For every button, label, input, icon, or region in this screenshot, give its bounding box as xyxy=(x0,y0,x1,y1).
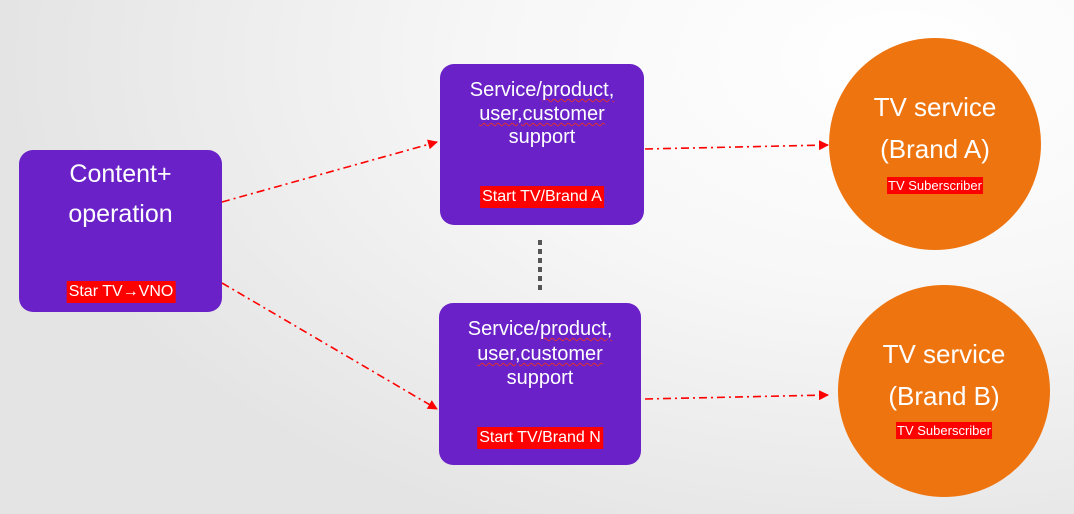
service-a-line3: support xyxy=(508,126,576,148)
service-a-line1: Service/product, xyxy=(440,78,644,102)
arrow-service-n-to-brand-b xyxy=(644,390,829,401)
service-n-line1-part2: product, xyxy=(539,318,613,340)
brand-b-tag: TV Suberscriber xyxy=(896,422,992,439)
service-box-n: Service/product, user,customer support S… xyxy=(439,303,641,465)
brand-a-line2: (Brand A) xyxy=(880,134,990,164)
service-n-line2: user,customer xyxy=(439,342,641,366)
service-box-a: Service/product, user,customer support S… xyxy=(440,64,644,225)
brand-a-line1: TV service xyxy=(873,92,997,122)
operator-box: Content+ operation Star TV→VNO xyxy=(19,150,222,312)
service-a-line2: user,customer xyxy=(440,102,644,126)
service-n-line2-text: user,customer xyxy=(477,343,603,365)
arrow-operator-to-service-n xyxy=(221,282,438,410)
brand-a-circle: TV service (Brand A) TV Suberscriber xyxy=(829,38,1041,250)
operator-title-line2: operation xyxy=(68,200,173,228)
brand-b-circle: TV service (Brand B) TV Suberscriber xyxy=(838,285,1050,497)
service-n-tag: Start TV/Brand N xyxy=(477,427,603,449)
arrow-service-a-to-brand-a xyxy=(644,140,829,151)
service-a-line1-part2: product, xyxy=(541,79,615,101)
service-n-line3: support xyxy=(506,367,574,389)
operator-tag-prefix: Star TV xyxy=(68,283,123,300)
service-a-tag: Start TV/Brand A xyxy=(480,186,604,208)
service-a-line1-part1: Service/ xyxy=(469,79,542,101)
arrow-operator-to-service-a xyxy=(221,139,438,203)
brand-b-line1: TV service xyxy=(882,339,1006,369)
operator-tag: Star TV→VNO xyxy=(66,281,176,303)
service-n-line1: Service/product, xyxy=(439,317,641,341)
service-a-line2-text: user,customer xyxy=(479,103,605,125)
operator-tag-arrow-icon: → xyxy=(122,283,139,300)
operator-title-line1: Content+ xyxy=(69,160,172,188)
service-n-line1-part1: Service/ xyxy=(467,318,540,340)
brand-a-tag: TV Suberscriber xyxy=(887,177,983,194)
brand-b-line2: (Brand B) xyxy=(888,381,1000,411)
operator-tag-suffix: VNO xyxy=(138,283,174,300)
